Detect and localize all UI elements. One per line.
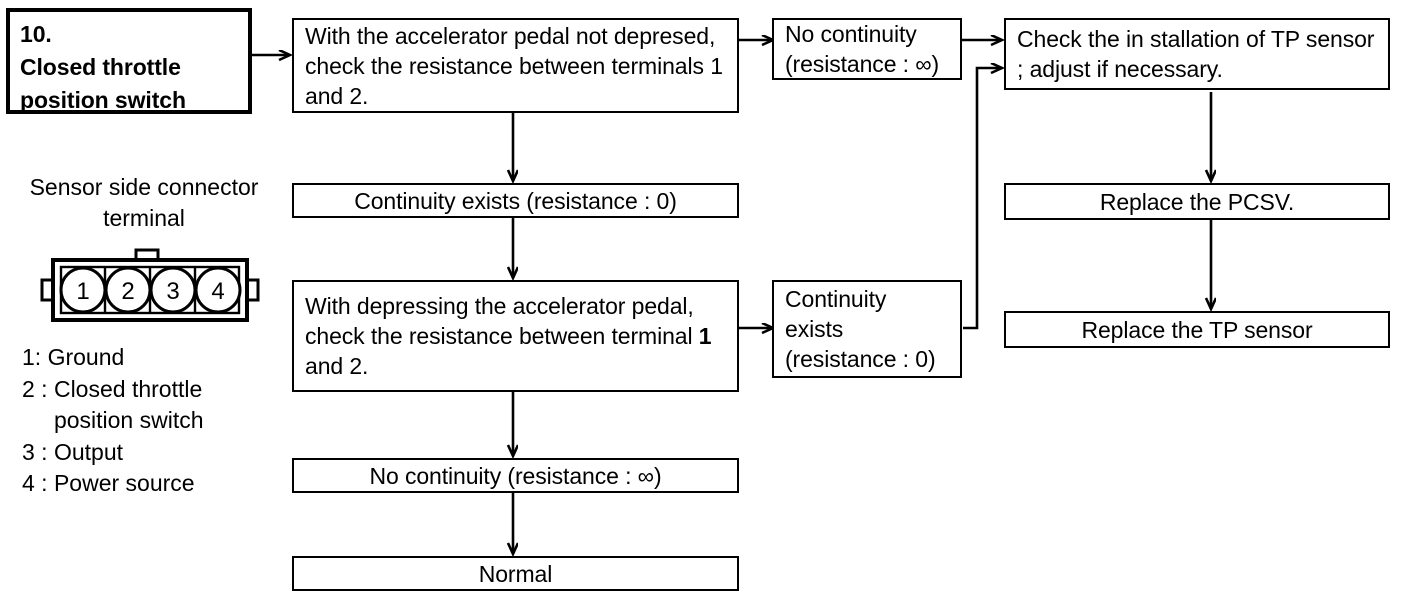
connector-terminal-figure: 1 2 3 4 [40,248,260,322]
connector-pin-legend: 1: Ground 2 : Closed throttle position s… [22,344,204,496]
section-name-line2: position switch [20,87,186,113]
node-check-pedal-not-depressed-text: With the accelerator pedal not depresed,… [305,22,723,109]
connector-caption-line2: terminal [103,205,185,231]
connector-pin-3: 3 [166,278,179,305]
node-check-pedal-depressed-part2: and 2. [305,353,369,379]
node-check-pedal-depressed: With depressing the accelerator pedal, c… [292,280,739,392]
node-no-continuity-infinity-top: No continuity (resistance : ∞) [772,18,962,80]
node-check-pedal-not-depressed: With the accelerator pedal not depresed,… [292,18,739,113]
node-continuity-exists-zero-text: Continuity exists (resistance : 0) [354,187,677,214]
section-name-line1: Closed throttle [20,54,181,80]
node-check-tp-installation-text: Check the in stallation of TP sensor ; a… [1017,26,1375,82]
node-check-pedal-depressed-part1: With depressing the accelerator pedal, c… [305,293,699,349]
connector-caption-line1: Sensor side connector [29,174,259,200]
node-check-tp-installation: Check the in stallation of TP sensor ; a… [1004,18,1390,90]
node-replace-tp-sensor: Replace the TP sensor [1004,311,1390,348]
node-replace-pcsv: Replace the PCSV. [1004,183,1390,220]
node-replace-tp-sensor-text: Replace the TP sensor [1081,316,1313,343]
node-continuity-exists-right: Continuity exists (resistance : 0) [772,280,962,378]
connector-pin-2: 2 [121,278,134,305]
node-normal-text: Normal [478,560,553,587]
node-check-pedal-depressed-terminal: 1 [698,323,712,349]
section-number: 10. [20,21,52,47]
connector-caption: Sensor side connector terminal [0,172,288,234]
connector-pin-1: 1 [76,278,89,305]
section-title-box: 10. Closed throttle position switch [6,8,252,114]
node-no-continuity-infinity-bottom: No continuity (resistance : ∞) [292,458,739,493]
arrow-continuity-right-to-checktp [963,68,1001,330]
node-check-pedal-depressed-text: With depressing the accelerator pedal, c… [305,291,731,381]
node-replace-pcsv-text: Replace the PCSV. [1099,188,1295,215]
node-no-continuity-infinity-top-text: No continuity (resistance : ∞) [785,21,940,77]
node-continuity-exists-right-text: Continuity exists (resistance : 0) [785,286,936,372]
connector-pin-4: 4 [211,278,224,305]
node-no-continuity-infinity-bottom-text: No continuity (resistance : ∞) [369,462,662,489]
node-continuity-exists-zero: Continuity exists (resistance : 0) [292,183,739,218]
node-normal: Normal [292,556,739,591]
